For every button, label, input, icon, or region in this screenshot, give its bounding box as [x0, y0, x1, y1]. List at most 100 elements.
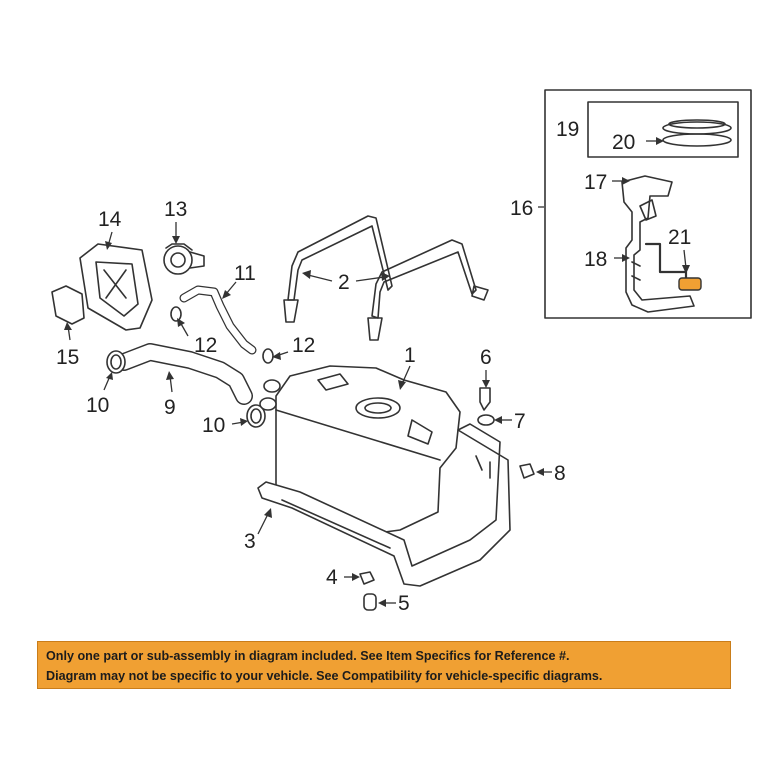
fuel-tank-pump-opening-inner	[364, 402, 392, 414]
skid-plate-part	[257, 423, 511, 587]
nut-part	[359, 571, 375, 585]
disclaimer-line-1: Only one part or sub-assembly in diagram…	[46, 649, 570, 663]
leader-2b	[355, 276, 385, 282]
filler-hose-part	[116, 344, 252, 404]
fuel-door-part	[51, 285, 85, 325]
callout-4: 4	[326, 566, 338, 589]
callout-16: 16	[510, 197, 533, 220]
fuel-tank-boss	[317, 373, 349, 391]
filler-clamp-inner-2	[250, 408, 262, 424]
callout-1: 1	[404, 344, 416, 367]
fuel-cap-rim	[165, 243, 193, 251]
arrow-7	[494, 416, 502, 424]
arrow-11	[222, 290, 231, 299]
seal-ring-part	[662, 133, 732, 147]
callout-17: 17	[584, 171, 607, 194]
disclaimer-line-2: Diagram may not be specific to your vehi…	[46, 669, 603, 683]
tank-strap-rear-end	[367, 317, 383, 341]
hose-clamp-part-2	[262, 348, 274, 364]
callout-9: 9	[164, 396, 176, 419]
callout-3: 3	[244, 530, 256, 553]
fuel-level-sender-part	[678, 277, 702, 291]
skid-plate-rib	[281, 499, 391, 549]
arrow-8	[536, 468, 544, 476]
arrow-15	[64, 322, 72, 330]
fuel-tank-recess	[407, 419, 433, 445]
filler-clamp-part-2	[246, 404, 266, 428]
tank-straps	[283, 215, 489, 341]
filler-housing-cross	[103, 269, 127, 299]
filler-housing-part	[79, 243, 153, 331]
fuel-cap-center	[170, 252, 186, 268]
callouts: 1 2 3 4 5 6 7 8 9 10 10 11 12 12 13 14 1…	[56, 118, 691, 615]
fuel-cap-part	[163, 245, 193, 275]
lock-ring-inner	[668, 119, 726, 129]
filler-clamp-part	[106, 350, 126, 374]
fuel-system-parts-diagram: 1 2 3 4 5 6 7 8 9 10 10 11 12 12 13 14 1…	[51, 89, 752, 615]
callout-20: 20	[612, 131, 635, 154]
skid-plate-mount	[475, 455, 491, 479]
skid-plate	[257, 423, 511, 587]
arrow-10b	[240, 418, 248, 426]
disclaimer-banner: Only one part or sub-assembly in diagram…	[37, 641, 731, 689]
filler-clamp-inner	[110, 354, 122, 370]
arrow-3	[264, 508, 272, 518]
tank-strap-front-end	[283, 299, 299, 323]
hose-clamp-part	[170, 306, 182, 322]
arrow-17	[622, 177, 630, 185]
fuel-pump-module-detail	[631, 261, 641, 281]
inset-sub-border	[587, 101, 739, 158]
callout-8: 8	[554, 462, 566, 485]
arrow-10a	[106, 372, 113, 380]
arrow-12a	[177, 318, 185, 327]
arrow-1	[398, 380, 406, 390]
callout-15: 15	[56, 346, 79, 369]
bolt-part	[479, 387, 491, 411]
arrow-14	[105, 241, 112, 250]
leader-lines	[64, 137, 690, 607]
filler-components	[51, 243, 281, 428]
arrow-2a	[302, 270, 311, 279]
arrow-21	[682, 265, 690, 274]
callout-11: 11	[234, 262, 256, 285]
callout-21: 21	[668, 226, 691, 249]
callout-13: 13	[164, 198, 187, 221]
fuel-pump-module-part	[621, 175, 695, 313]
callout-18: 18	[584, 248, 607, 271]
arrow-2b	[381, 272, 390, 281]
callout-6: 6	[480, 346, 492, 369]
arrow-6	[482, 380, 490, 388]
fuel-pump-module-bracket	[639, 199, 657, 221]
fuel-cap-tether	[189, 251, 205, 269]
leader-2a	[307, 274, 333, 282]
tank-strap-rear	[371, 239, 477, 319]
arrow-5	[378, 599, 386, 607]
arrow-9	[166, 371, 174, 380]
fuel-tank	[275, 365, 461, 535]
arrow-18	[622, 254, 630, 262]
plug-part	[363, 593, 377, 611]
hardware	[359, 387, 535, 611]
inset-border	[544, 89, 752, 319]
callout-5: 5	[398, 592, 410, 615]
callout-14: 14	[98, 208, 122, 231]
leader-3	[257, 513, 269, 535]
arrow-4	[352, 573, 360, 581]
washer-part	[477, 414, 495, 426]
fuel-pump-inset	[544, 89, 752, 319]
callout-19: 19	[556, 118, 579, 141]
callout-10-right: 10	[202, 414, 225, 437]
filler-housing-inner	[95, 261, 139, 317]
callout-12-right: 12	[292, 334, 315, 357]
nut-part-2	[519, 463, 535, 479]
arrow-12b	[272, 352, 281, 360]
callout-10-left: 10	[86, 394, 109, 417]
tank-inlet-stub-2	[259, 397, 277, 411]
tank-inlet-stub	[263, 379, 281, 393]
arrow-13	[172, 236, 180, 244]
callout-7: 7	[514, 410, 526, 433]
callout-2: 2	[338, 271, 350, 294]
fuel-tank-pump-opening	[355, 397, 401, 419]
leader-11	[225, 281, 237, 295]
sender-wire	[644, 242, 688, 284]
